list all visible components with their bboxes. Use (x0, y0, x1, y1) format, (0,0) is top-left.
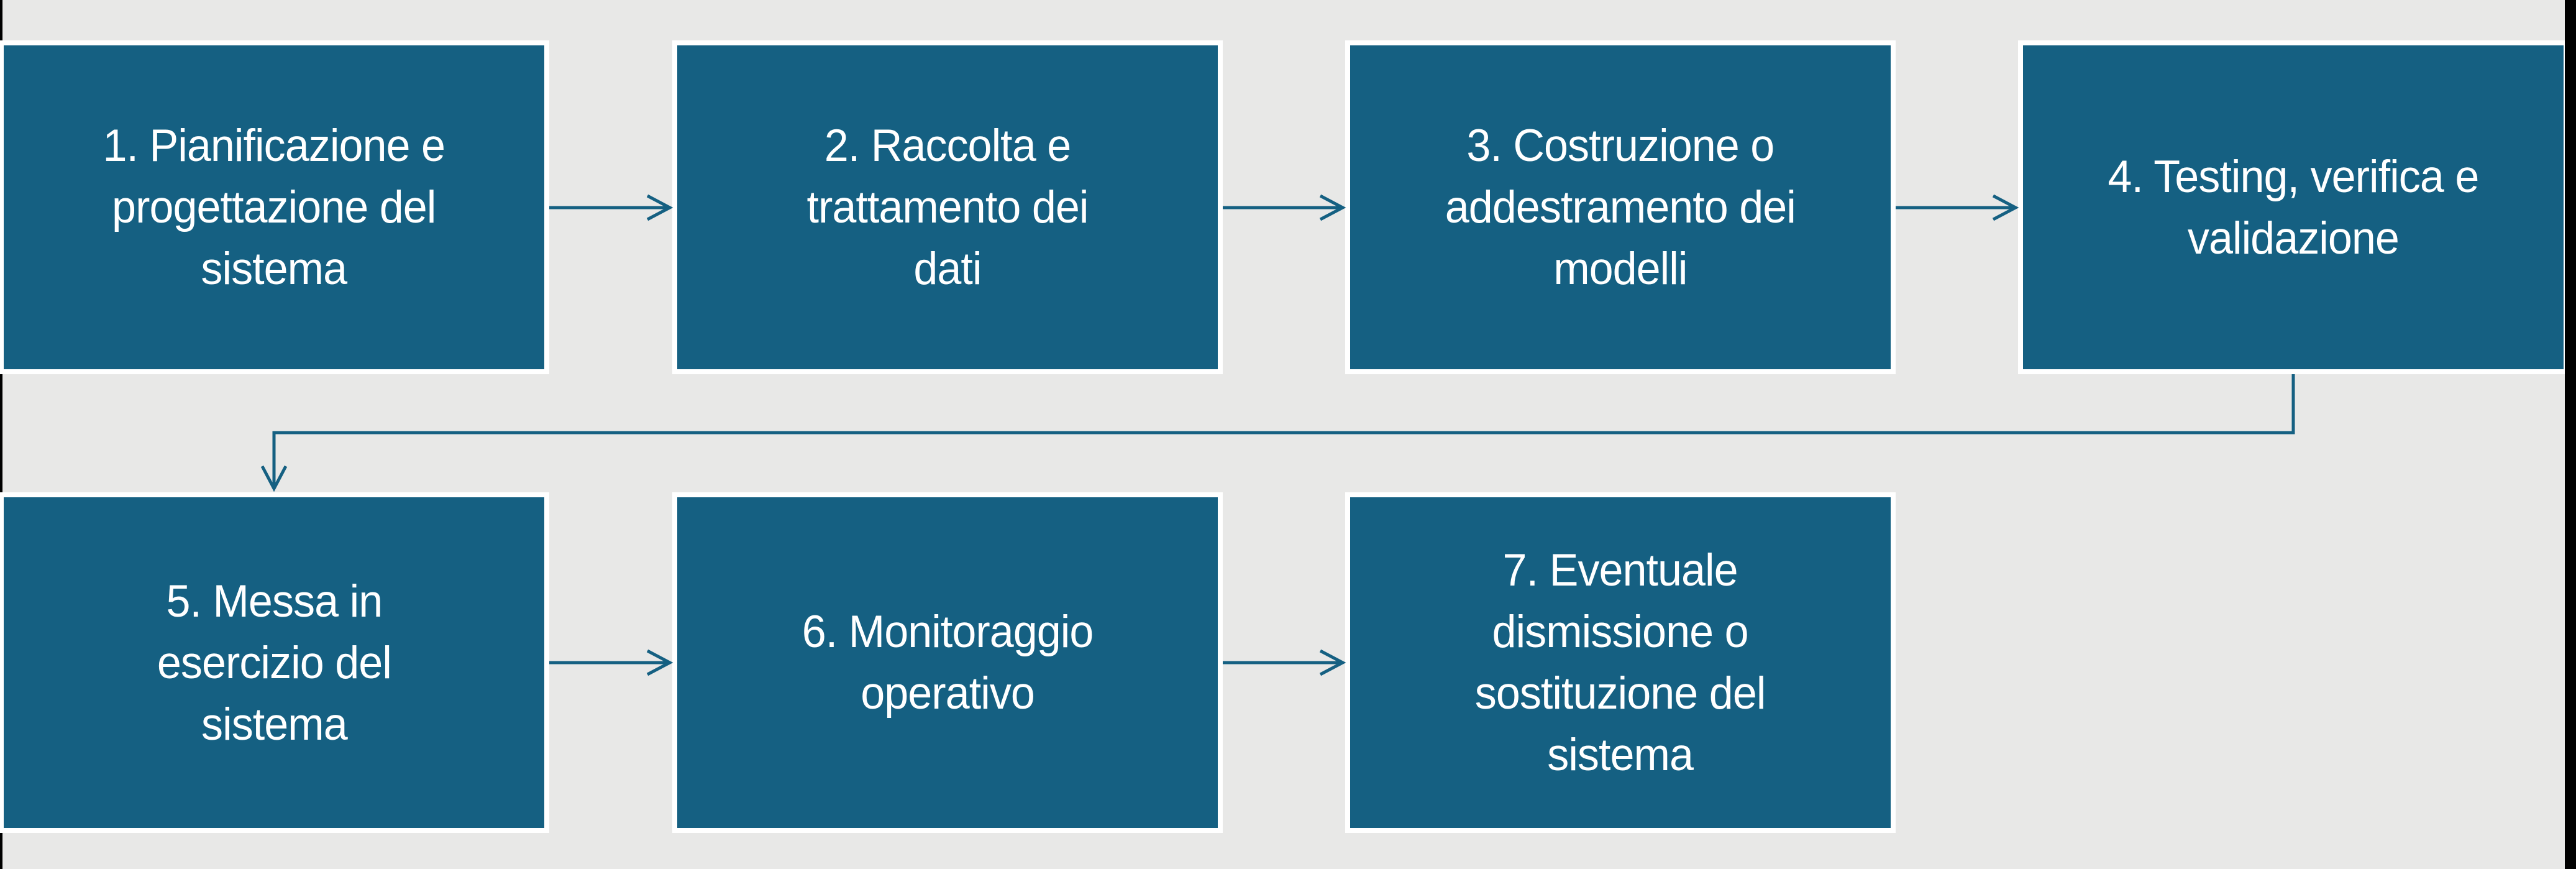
step-box-2-label: 2. Raccolta e trattamento dei dati (806, 121, 1089, 294)
step-box-7: 7. Eventuale dismissione o sostituzione … (1345, 492, 1896, 833)
arrow-3-4-icon (1896, 194, 2019, 221)
step-box-2: 2. Raccolta e trattamento dei dati (672, 40, 1223, 374)
step-box-3: 3. Costruzione o addestramento dei model… (1345, 40, 1896, 374)
step-box-7-label: 7. Eventuale dismissione o sostituzione … (1475, 545, 1766, 780)
step-box-6: 6. Monitoraggio operativo (672, 492, 1223, 833)
step-box-4-label: 4. Testing, verifica e validazione (2108, 151, 2480, 264)
step-box-5: 5. Messa in esercizio del sistema (0, 492, 549, 833)
step-box-1: 1. Pianificazione e progettazione del si… (0, 40, 549, 374)
arrow-6-7-icon (1223, 649, 1346, 676)
step-box-5-label: 5. Messa in esercizio del sistema (157, 576, 391, 750)
elbow-connector-4-5-icon (260, 374, 2295, 492)
arrow-1-2-icon (549, 194, 674, 221)
step-box-4: 4. Testing, verifica e validazione (2018, 40, 2569, 374)
right-edge-bar (2565, 0, 2576, 869)
step-box-6-label: 6. Monitoraggio operativo (802, 607, 1094, 719)
left-edge-line (0, 0, 2, 869)
step-box-3-label: 3. Costruzione o addestramento dei model… (1445, 121, 1796, 294)
arrow-5-6-icon (549, 649, 674, 676)
step-box-1-label: 1. Pianificazione e progettazione del si… (103, 121, 446, 294)
arrow-2-3-icon (1223, 194, 1346, 221)
